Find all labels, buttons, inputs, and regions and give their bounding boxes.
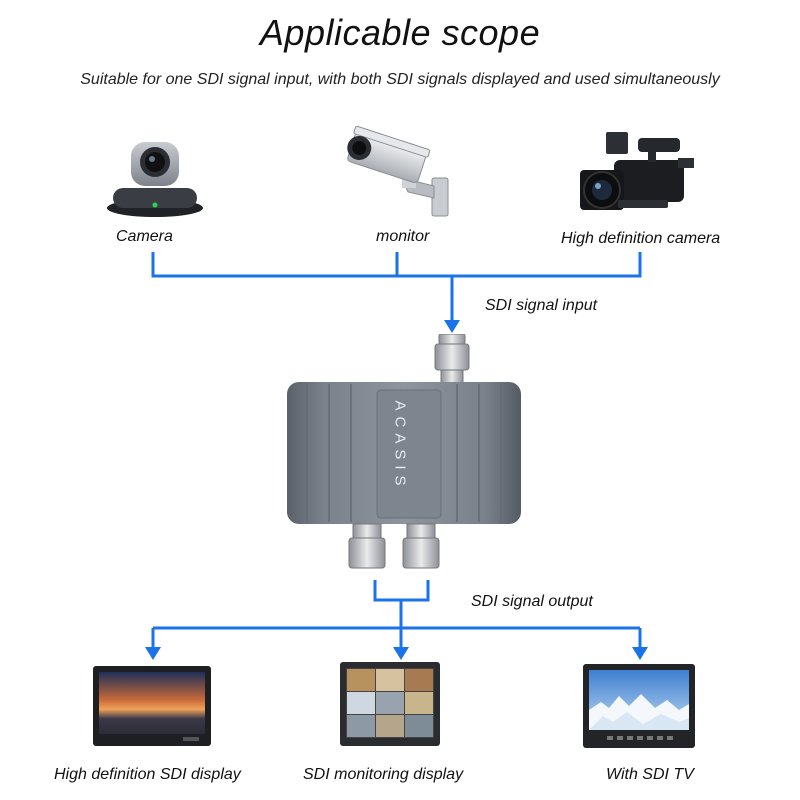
output-label-hd-display: High definition SDI display	[54, 766, 241, 783]
output-label: SDI signal output	[471, 593, 593, 610]
input-bracket	[151, 252, 642, 278]
camcorder-icon	[578, 130, 698, 226]
tv-icon	[583, 664, 695, 748]
source-label-camera: Camera	[116, 228, 173, 245]
source-label-hd-camera: High definition camera	[561, 230, 721, 247]
input-label: SDI signal input	[485, 297, 598, 314]
source-label-monitor: monitor	[376, 228, 430, 245]
monitoring-display-icon	[340, 662, 440, 746]
device-brand: ACASIS	[391, 400, 409, 492]
input-arrowhead	[444, 320, 460, 333]
output-label-tv: With SDI TV	[606, 766, 694, 783]
ptz-camera-icon	[105, 128, 205, 220]
output-arrowhead-2	[393, 647, 409, 660]
output-label-monitoring-display: SDI monitoring display	[303, 766, 464, 783]
output-arrowhead-3	[632, 647, 648, 660]
page-title: Applicable scope	[259, 12, 541, 53]
output-join	[373, 580, 430, 602]
hd-display-icon	[93, 666, 211, 746]
security-camera-icon	[344, 125, 454, 222]
page-subtitle: Suitable for one SDI signal input, with …	[80, 71, 720, 88]
output-arrowhead-1	[145, 647, 161, 660]
sdi-splitter-icon	[285, 333, 525, 580]
